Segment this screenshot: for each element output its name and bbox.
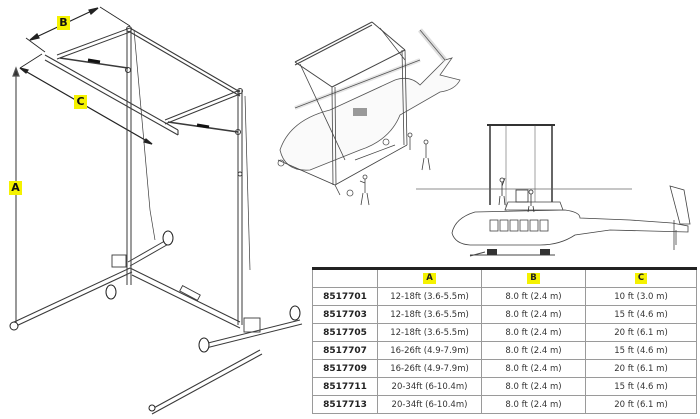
dimension-label-b: B	[57, 16, 70, 30]
gantry-frame-isometric	[9, 6, 303, 415]
part-number: 8517703	[312, 305, 378, 324]
header-c-tag: C	[634, 273, 648, 284]
gantry-over-helicopter-isometric	[277, 21, 461, 206]
value-c: 10 ft (3.0 m)	[585, 287, 697, 306]
header-b-tag: B	[527, 273, 540, 284]
part-number: 8517709	[312, 359, 378, 378]
table-row: 8517701 12-18ft (3.6-5.5m) 8.0 ft (2.4 m…	[312, 287, 697, 306]
part-number: 8517713	[312, 395, 378, 414]
value-c: 15 ft (4.6 m)	[585, 341, 697, 360]
table-row: 8517711 20-34ft (6-10.4m) 8.0 ft (2.4 m)…	[312, 377, 697, 396]
header-a: A	[377, 268, 482, 288]
dimension-label-a: A	[9, 181, 22, 195]
value-a: 20-34ft (6-10.4m)	[377, 377, 482, 396]
value-c: 20 ft (6.1 m)	[585, 359, 697, 378]
header-a-tag: A	[423, 273, 436, 284]
part-number: 8517711	[312, 377, 378, 396]
value-a: 16-26ft (4.9-7.9m)	[377, 359, 482, 378]
spec-table: A B C 8517701 12-18ft (3.6-5.5m) 8.0 ft …	[312, 267, 697, 414]
table-row: 8517707 16-26ft (4.9-7.9m) 8.0 ft (2.4 m…	[312, 341, 697, 360]
value-a: 20-34ft (6-10.4m)	[377, 395, 482, 414]
part-number: 8517705	[312, 323, 378, 342]
value-a: 12-18ft (3.6-5.5m)	[377, 305, 482, 324]
dimension-a-arrow	[12, 66, 20, 325]
value-b: 8.0 ft (2.4 m)	[481, 359, 586, 378]
header-c: C	[585, 268, 697, 288]
caster-wheels	[9, 230, 301, 412]
table-row: 8517703 12-18ft (3.6-5.5m) 8.0 ft (2.4 m…	[312, 305, 697, 324]
table-header-row: A B C	[312, 268, 697, 288]
value-b: 8.0 ft (2.4 m)	[481, 305, 586, 324]
dimension-label-c: C	[74, 95, 87, 109]
value-b: 8.0 ft (2.4 m)	[481, 377, 586, 396]
value-c: 20 ft (6.1 m)	[585, 323, 697, 342]
value-a: 16-26ft (4.9-7.9m)	[377, 341, 482, 360]
dimension-b-arrow	[25, 6, 131, 53]
value-b: 8.0 ft (2.4 m)	[481, 341, 586, 360]
value-a: 12-18ft (3.6-5.5m)	[377, 323, 482, 342]
worker-figures	[359, 132, 431, 206]
value-b: 8.0 ft (2.4 m)	[481, 395, 586, 414]
worker-figures-side	[498, 177, 535, 213]
value-c: 15 ft (4.6 m)	[585, 305, 697, 324]
value-b: 8.0 ft (2.4 m)	[481, 323, 586, 342]
value-a: 12-18ft (3.6-5.5m)	[377, 287, 482, 306]
table-row: 8517713 20-34ft (6-10.4m) 8.0 ft (2.4 m)…	[312, 395, 697, 414]
part-number: 8517707	[312, 341, 378, 360]
value-c: 20 ft (6.1 m)	[585, 395, 697, 414]
table-row: 8517705 12-18ft (3.6-5.5m) 8.0 ft (2.4 m…	[312, 323, 697, 342]
gantry-over-helicopter-side	[416, 124, 691, 257]
header-b: B	[481, 268, 586, 288]
value-c: 15 ft (4.6 m)	[585, 377, 697, 396]
header-part-number	[312, 268, 378, 288]
table-row: 8517709 16-26ft (4.9-7.9m) 8.0 ft (2.4 m…	[312, 359, 697, 378]
part-number: 8517701	[312, 287, 378, 306]
helicopter-windows	[489, 219, 549, 232]
value-b: 8.0 ft (2.4 m)	[481, 287, 586, 306]
